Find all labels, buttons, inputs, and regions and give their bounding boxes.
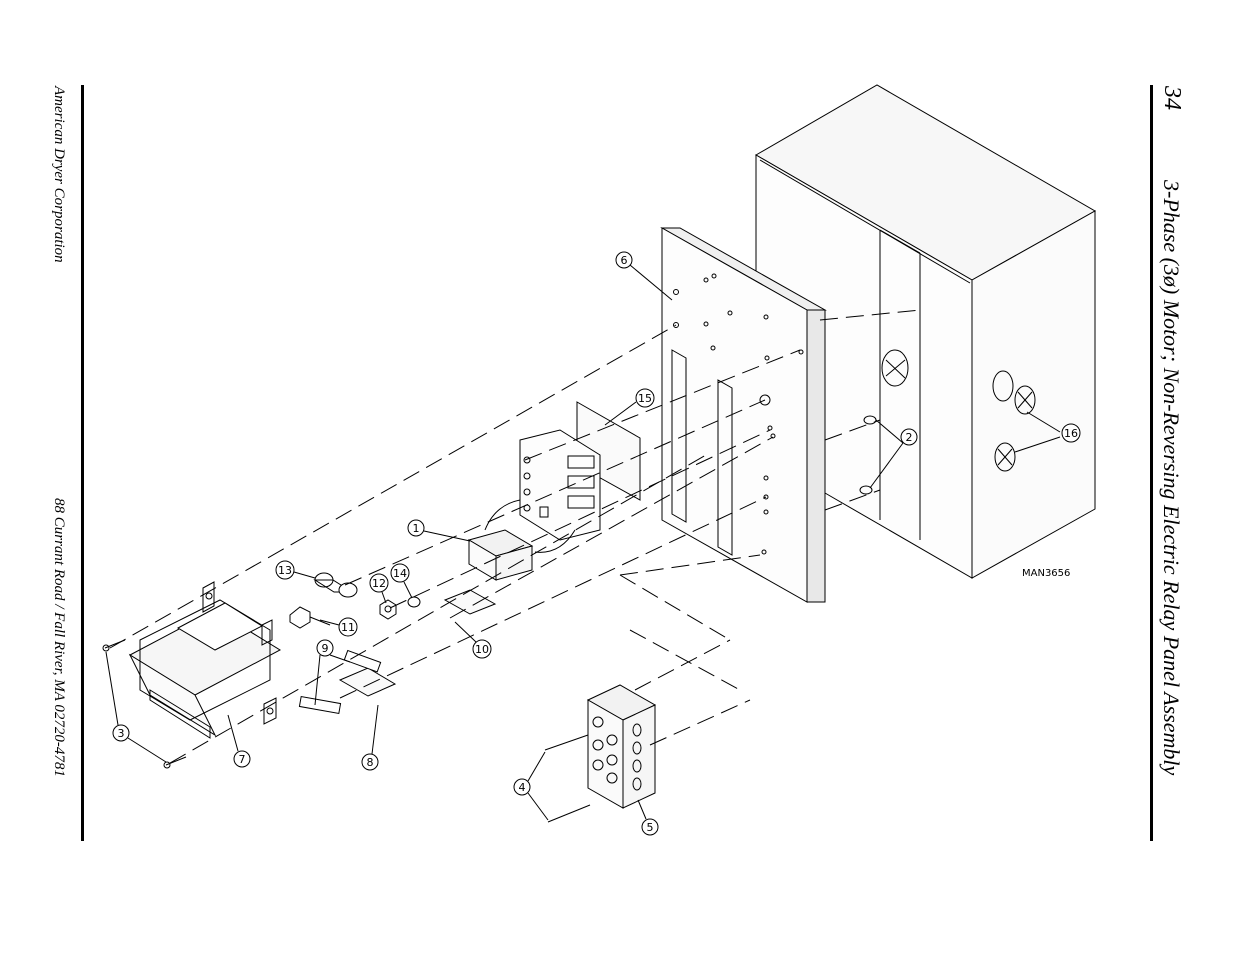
callout-5: 5 [637, 799, 659, 836]
svg-text:9: 9 [322, 642, 329, 655]
callout-10: 10 [454, 621, 492, 659]
svg-text:1: 1 [413, 522, 420, 535]
callout-12: 12 [369, 573, 389, 604]
svg-text:12: 12 [372, 577, 386, 590]
callout-1: 1 [407, 519, 471, 542]
svg-text:5: 5 [647, 821, 654, 834]
transformer [128, 581, 282, 739]
callout-6: 6 [615, 251, 673, 301]
callout-15: 15 [604, 388, 655, 426]
svg-text:16: 16 [1064, 427, 1078, 440]
callout-13: 13 [275, 560, 316, 580]
callout-16: 16 [1061, 423, 1081, 443]
svg-text:7: 7 [239, 753, 246, 766]
callout-7: 7 [227, 714, 251, 768]
assembly-lines [109, 309, 921, 764]
callout-8: 8 [361, 704, 379, 771]
svg-text:14: 14 [393, 567, 407, 580]
drawing-number: MAN3656 [1022, 568, 1070, 579]
callouts: 1 2 3 4 5 6 7 8 9 10 11 12 13 14 15 16 [105, 251, 1081, 836]
svg-text:10: 10 [475, 643, 489, 656]
callout-14: 14 [390, 563, 413, 599]
svg-text:2: 2 [906, 431, 913, 444]
relay-block [467, 499, 576, 581]
svg-text:13: 13 [278, 564, 292, 577]
terminal-block [544, 684, 657, 823]
callout-3: 3 [105, 651, 167, 763]
footer-rule [81, 85, 84, 841]
callout-9: 9 [314, 639, 351, 706]
svg-text:11: 11 [341, 621, 355, 634]
svg-text:3: 3 [118, 727, 125, 740]
svg-text:4: 4 [519, 781, 526, 794]
svg-text:8: 8 [367, 756, 374, 769]
svg-text:6: 6 [621, 254, 628, 267]
callout-4: 4 [513, 751, 549, 821]
mounting-plate [660, 227, 827, 603]
callout-2: 2 [869, 419, 918, 489]
callout-11: 11 [319, 617, 358, 637]
header-rule [1150, 85, 1153, 841]
contactor [519, 401, 641, 541]
hardware-parts [102, 415, 877, 769]
svg-text:15: 15 [638, 392, 652, 405]
